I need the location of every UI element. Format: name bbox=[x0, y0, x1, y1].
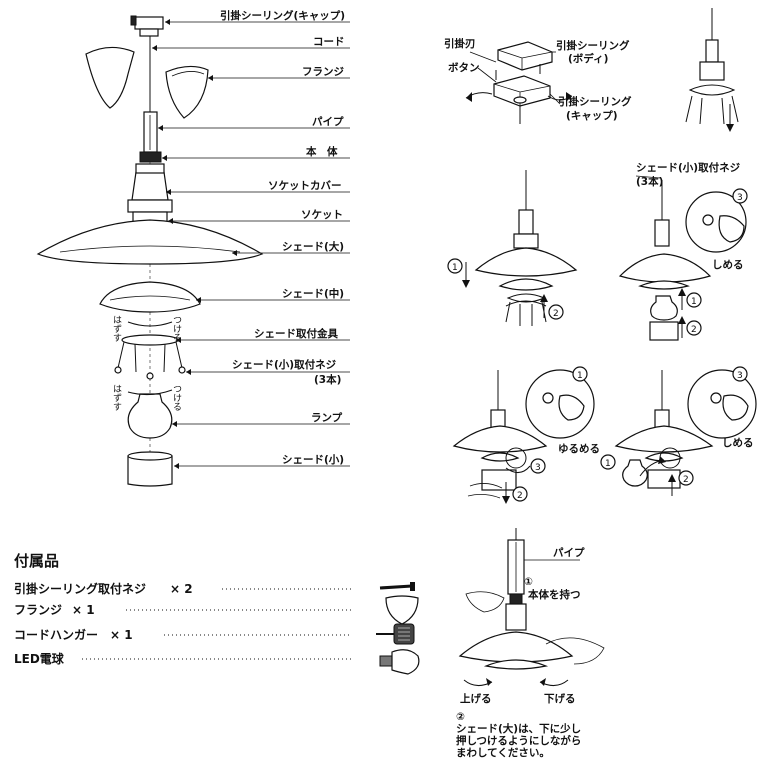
accessories-title: 付属品 bbox=[14, 552, 59, 570]
step-number bbox=[686, 292, 702, 308]
label-ceiling-body: 引掛シーリング bbox=[556, 39, 630, 52]
shade-medium-part bbox=[99, 281, 201, 313]
install-step1-number: ① bbox=[524, 576, 533, 588]
label-ceiling-cap: 引掛シーリング bbox=[558, 95, 632, 108]
label-screw-step: シェード(小)取付ネジ bbox=[636, 161, 741, 174]
label-install-pipe: パイプ bbox=[553, 546, 585, 559]
shade-bracket-part bbox=[121, 334, 179, 346]
remove-label: はずす bbox=[111, 315, 122, 342]
step-number-3: 3 bbox=[535, 463, 541, 473]
label-ceiling-cap: 引掛シーリング(キャップ) bbox=[220, 9, 345, 22]
ceiling-connector-diagram: 引掛刃 引掛シーリング (ボディ) ボタン 引掛シーリング (キャップ) bbox=[444, 37, 632, 124]
step-number bbox=[678, 470, 694, 486]
accessory-name: LED電球 bbox=[14, 651, 65, 666]
step-number-1: 1 bbox=[452, 263, 458, 273]
step-number bbox=[732, 366, 748, 382]
step-number bbox=[600, 454, 616, 470]
step-number bbox=[548, 304, 564, 320]
label-blade: 引掛刃 bbox=[444, 37, 476, 50]
pipe-part bbox=[143, 111, 158, 153]
shade-large-part bbox=[36, 219, 264, 265]
bracket-diagram bbox=[685, 8, 739, 132]
label-tighten: しめる bbox=[722, 437, 754, 449]
ceiling-cap-part bbox=[130, 15, 164, 37]
step-number-1: 1 bbox=[577, 371, 583, 381]
install-step2-line: まわしてください。 bbox=[456, 747, 550, 759]
step-number-1: 1 bbox=[691, 297, 697, 307]
accessory-name: コードハンガー bbox=[14, 627, 98, 642]
step-number bbox=[512, 486, 528, 502]
label-button: ボタン bbox=[448, 61, 480, 74]
label-shade-bracket: シェード取付金具 bbox=[254, 327, 338, 340]
label-shade-small-screw: シェード(小)取付ネジ bbox=[232, 358, 337, 371]
label-lower: 下げる bbox=[544, 692, 576, 705]
flange-part bbox=[165, 65, 209, 119]
exploded-view: はずす つける はずす つける 引掛シーリング(キャップ) コード フランジ パ… bbox=[36, 9, 350, 487]
step-number bbox=[686, 320, 702, 336]
step-loosen: 1 ゆるめる 3 2 bbox=[452, 366, 600, 504]
label-socket-cover: ソケットカバー bbox=[268, 180, 342, 192]
label-ceiling-cap-sub: (キャップ) bbox=[566, 109, 618, 122]
flange-icon bbox=[385, 595, 419, 625]
step-number-3: 3 bbox=[737, 193, 743, 203]
label-shade-large: シェード(大) bbox=[282, 240, 344, 253]
step-number bbox=[572, 366, 588, 382]
attach-label: つける bbox=[171, 315, 182, 342]
accessory-qty: × 2 bbox=[170, 582, 193, 596]
accessory-name: 引掛シーリング取付ネジ bbox=[14, 581, 146, 596]
lamp-part bbox=[127, 393, 173, 439]
step-number-2: 2 bbox=[683, 475, 689, 485]
led-bulb-icon bbox=[379, 649, 420, 675]
step-number-2: 2 bbox=[553, 309, 559, 319]
label-body: 本 体 bbox=[306, 145, 338, 158]
install-diagram: パイプ ① 本体を持つ 上げる 下げる ② シェード(大)は、下に少し 押しつけ… bbox=[456, 528, 605, 759]
install-step1-text: 本体を持つ bbox=[528, 588, 581, 601]
label-raise: 上げる bbox=[460, 692, 492, 705]
attach-label: つける bbox=[171, 384, 182, 411]
label-ceiling-body-sub: (ボディ) bbox=[568, 52, 608, 65]
label-cord: コード bbox=[313, 36, 345, 48]
label-flange: フランジ bbox=[302, 66, 344, 78]
install-step2-number: ② bbox=[456, 711, 465, 723]
step-tighten-bottom: 3 しめる 1 2 bbox=[600, 366, 757, 496]
step-number bbox=[447, 258, 463, 274]
accessory-name: フランジ bbox=[14, 603, 62, 617]
screw-icon bbox=[379, 582, 415, 591]
leader-lines bbox=[152, 19, 350, 469]
flange-part bbox=[85, 46, 135, 109]
step-shade-medium: 1 2 bbox=[447, 170, 578, 326]
step-number-1: 1 bbox=[605, 459, 611, 469]
remove-label: はずす bbox=[111, 384, 122, 411]
step-number bbox=[732, 188, 748, 204]
label-shade-medium: シェード(中) bbox=[282, 287, 344, 300]
socket-cover-part bbox=[131, 171, 169, 201]
step-number bbox=[530, 458, 546, 474]
label-lamp: ランプ bbox=[311, 411, 343, 424]
label-loosen: ゆるめる bbox=[558, 443, 600, 455]
body-part bbox=[139, 151, 162, 163]
accessory-qty: × 1 bbox=[72, 603, 95, 617]
label-shade-small: シェード(小) bbox=[282, 453, 344, 466]
cord-hanger-icon bbox=[376, 623, 415, 645]
step-number-2: 2 bbox=[517, 491, 523, 501]
step-number-3: 3 bbox=[737, 371, 743, 381]
install-step2-line: シェード(大)は、下に少し bbox=[456, 722, 581, 735]
label-pipe: パイプ bbox=[312, 115, 344, 128]
step-screws-tighten: シェード(小)取付ネジ (3本) 3 しめる 1 2 bbox=[618, 161, 748, 341]
install-step2-line: 押しつけるようにしながら bbox=[456, 734, 581, 747]
label-screw-count-step: (3本) bbox=[636, 175, 663, 188]
step-number-2: 2 bbox=[691, 325, 697, 335]
label-tighten: しめる bbox=[712, 259, 744, 271]
accessories-list: 付属品 引掛シーリング取付ネジ × 2 フランジ × 1 コードハンガー × 1… bbox=[14, 552, 420, 675]
label-screw-count: (3本) bbox=[314, 373, 341, 386]
label-socket: ソケット bbox=[301, 209, 343, 221]
accessory-qty: × 1 bbox=[110, 628, 133, 642]
